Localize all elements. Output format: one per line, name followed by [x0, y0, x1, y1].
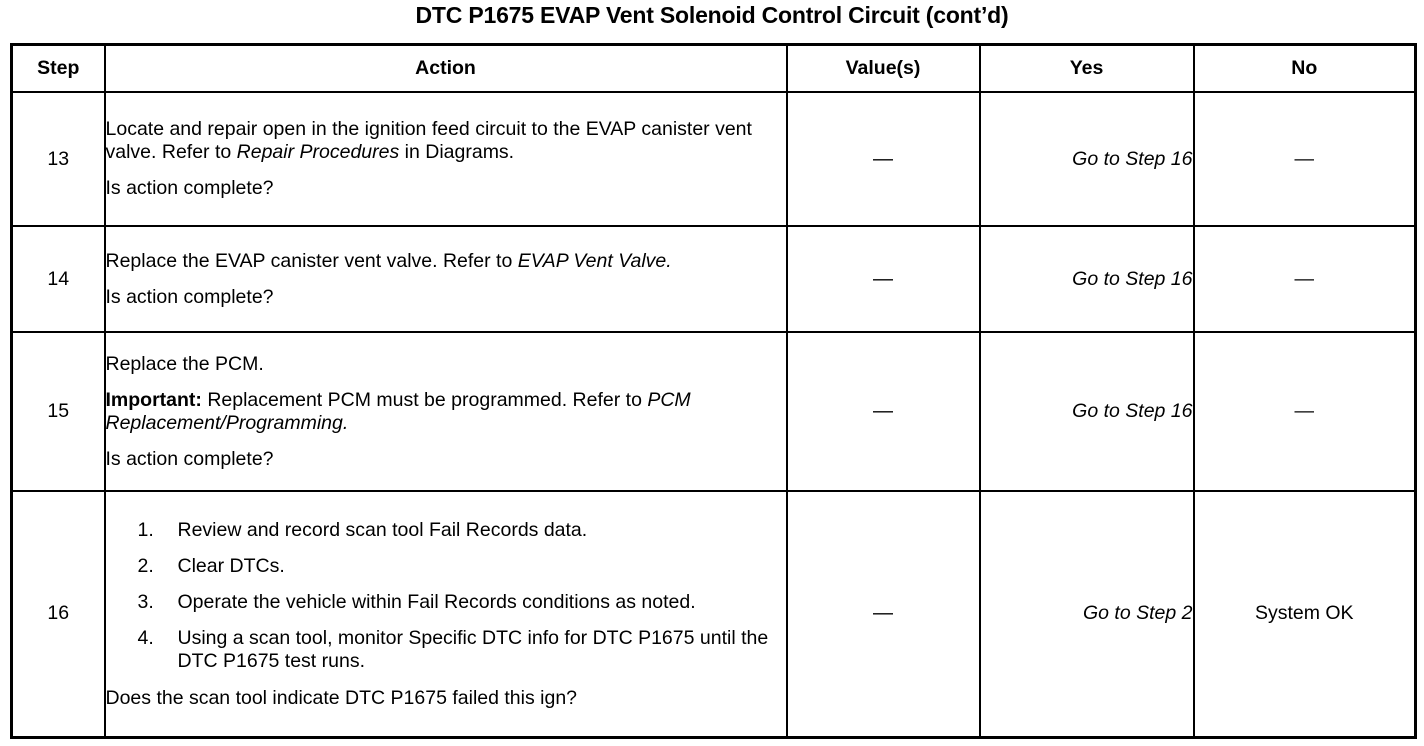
- column-header-step: Step: [10, 43, 106, 93]
- step-number-cell: 15: [10, 331, 106, 492]
- action-text-segment: EVAP Vent Valve.: [517, 249, 672, 272]
- list-item-text: Review and record scan tool Fail Records…: [177, 519, 588, 542]
- column-header-yes: Yes: [978, 43, 1195, 93]
- table-header-row: Step Action Value(s) Yes No: [10, 43, 1417, 93]
- yes-result-cell: Go to Step 16: [978, 331, 1195, 492]
- action-cell: Locate and repair open in the ignition f…: [103, 91, 788, 227]
- yes-result-cell: Go to Step 16: [978, 225, 1195, 333]
- list-item-text: Clear DTCs.: [177, 555, 285, 578]
- column-header-values: Value(s): [785, 43, 981, 93]
- value-dash: —: [873, 602, 893, 625]
- list-item: 4. Using a scan tool, monitor Specific DT…: [106, 627, 786, 673]
- step-number-cell: 14: [10, 225, 106, 333]
- list-item: 2. Clear DTCs.: [106, 555, 786, 578]
- page-title: DTC P1675 EVAP Vent Solenoid Control Cir…: [415, 2, 1009, 28]
- value-dash: —: [873, 400, 893, 422]
- action-text-segment: Replacement PCM must be programmed. Refe…: [201, 388, 648, 411]
- action-text-segment: PCM Replacement/Programming.: [105, 388, 691, 434]
- list-item-number: 3.: [137, 591, 154, 614]
- column-header-action: Action: [103, 43, 788, 93]
- value-dash: —: [873, 147, 893, 170]
- no-result-cell: System OK: [1192, 490, 1417, 738]
- action-cell: 1. Review and record scan tool Fail Recor…: [103, 490, 788, 738]
- action-paragraph: Replace the EVAP canister vent valve. Re…: [106, 250, 786, 273]
- action-text-segment: Locate and repair open in the ignition f…: [105, 118, 752, 163]
- list-item-number: 4.: [137, 627, 154, 650]
- action-question: Does the scan tool indicate DTC P1675 fa…: [105, 687, 578, 710]
- value-cell: —: [785, 91, 981, 227]
- action-question: Is action complete?: [105, 285, 274, 308]
- no-result-cell: —: [1192, 91, 1417, 227]
- step-number-cell: 13: [10, 91, 106, 227]
- list-item-text: Using a scan tool, monitor Specific DTC …: [177, 627, 769, 673]
- list-item: 3. Operate the vehicle within Fail Record…: [106, 591, 786, 614]
- yes-result-cell: Go to Step 2: [978, 490, 1195, 738]
- list-item-text: Operate the vehicle within Fail Records …: [177, 591, 696, 614]
- action-text-segment: Important:: [105, 388, 202, 411]
- action-paragraph: Replace the PCM.: [106, 353, 786, 376]
- action-paragraph: Locate and repair open in the ignition f…: [106, 118, 786, 164]
- no-result-cell: —: [1192, 225, 1417, 333]
- value-cell: —: [785, 490, 981, 738]
- no-result-cell: —: [1192, 331, 1417, 492]
- action-question: Is action complete?: [105, 177, 274, 199]
- list-item-number: 2.: [137, 555, 154, 578]
- list-item-number: 1.: [137, 519, 154, 542]
- step-number-cell: 16: [10, 490, 106, 738]
- action-text-segment: in Diagrams.: [399, 141, 515, 163]
- yes-result-cell: Go to Step 16: [978, 91, 1195, 227]
- action-numbered-list: 1. Review and record scan tool Fail Recor…: [106, 519, 786, 673]
- action-paragraph: Important: Replacement PCM must be progr…: [106, 389, 786, 435]
- table-header: Step Action Value(s) Yes No: [10, 43, 1417, 93]
- value-dash: —: [873, 267, 893, 290]
- action-text-segment: Replace the EVAP canister vent valve. Re…: [105, 249, 518, 272]
- column-header-no: No: [1192, 43, 1417, 93]
- action-cell: Replace the PCM. Important: Replacement P…: [103, 331, 788, 492]
- table-row: 16 1. Review and record scan tool Fail Rec…: [10, 490, 1417, 738]
- action-text-segment: Repair Procedures: [236, 141, 400, 163]
- action-question: Is action complete?: [105, 447, 274, 470]
- action-text-segment: Replace the PCM.: [105, 352, 264, 375]
- value-cell: —: [785, 225, 981, 333]
- action-cell: Replace the EVAP canister vent valve. Re…: [103, 225, 788, 333]
- value-cell: —: [785, 331, 981, 492]
- list-item: 1. Review and record scan tool Fail Recor…: [106, 519, 786, 542]
